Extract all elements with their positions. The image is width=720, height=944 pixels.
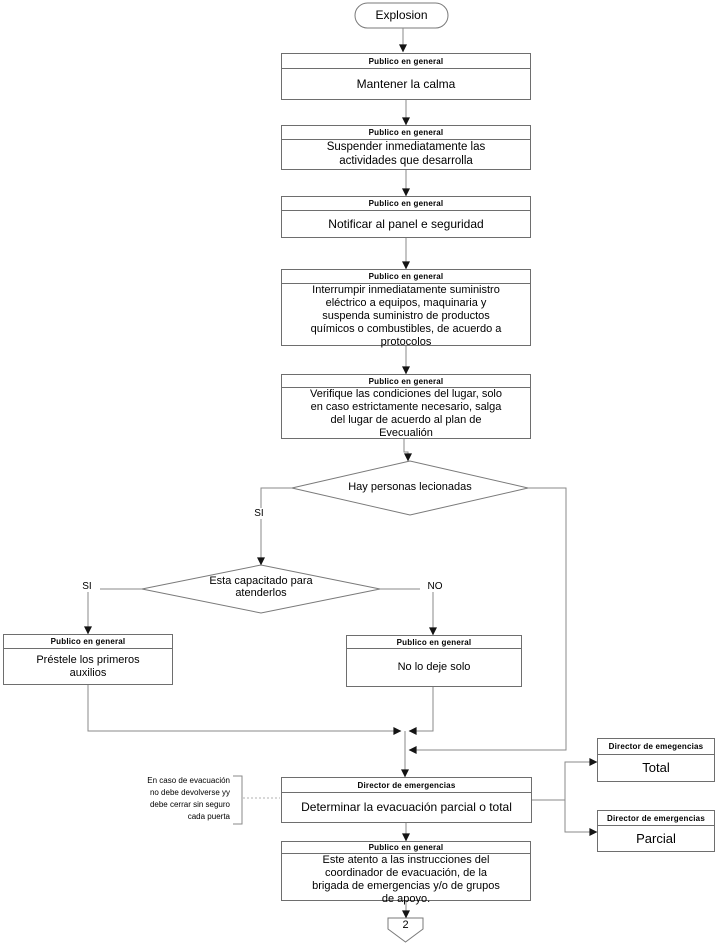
arrow-decision1-yes [257, 487, 292, 566]
process-no-deje-solo: Publico en general No lo deje solo [346, 635, 522, 687]
process-total: Director de emegencias Total [597, 738, 715, 782]
actor-header: Publico en general [282, 270, 530, 284]
arrow-staywith-to-merge [408, 687, 434, 735]
process-text: Préstele los primeros auxilios [36, 653, 140, 679]
decision1-yes-label: SI [246, 508, 272, 520]
process-text: Este atento a las instrucciones del coor… [312, 854, 500, 905]
actor-header: Publico en general [282, 197, 530, 211]
decision2-yes-label: SI [74, 581, 100, 593]
arrow-decision2-no [380, 588, 437, 636]
process-text: Verifique las condiciones del lugar, sol… [309, 388, 502, 439]
process-verifique-condiciones: Publico en general Verifique las condici… [281, 374, 531, 439]
arrow-step5-to-decision1 [403, 439, 412, 462]
process-text: No lo deje solo [397, 661, 471, 674]
process-text: Mantener la calma [356, 76, 456, 91]
actor-header: Director de emegencias [598, 739, 714, 755]
arrow-firstaid-to-merge [87, 685, 402, 735]
process-determinar-evacuacion: Director de emergencias Determinar la ev… [281, 777, 532, 823]
note-bracket [233, 775, 243, 825]
process-text: Parcial [636, 830, 676, 846]
arrow-decision1-no-to-merge [408, 487, 567, 754]
start-terminator-label: Explosion [375, 8, 428, 22]
offpage-connector-label: 2 [402, 919, 409, 931]
arrow-branch-to-total [564, 758, 598, 800]
process-prestele-auxilios: Publico en general Préstele los primeros… [3, 634, 173, 685]
process-este-atento: Publico en general Este atento a las ins… [281, 841, 531, 905]
actor-header: Director de emergencias [598, 811, 714, 826]
decision-capable-label: Esta capacitado para atenderlos [209, 575, 313, 600]
process-text: Suspender inmediatamente las actividades… [326, 140, 486, 167]
actor-header: Publico en general [282, 842, 530, 854]
actor-header: Publico en general [347, 636, 521, 649]
actor-header: Publico en general [282, 375, 530, 388]
process-parcial: Director de emergencias Parcial [597, 810, 715, 852]
process-text: Total [642, 760, 670, 776]
decision-capable-shape [141, 564, 381, 614]
arrow-decision2-yes [84, 588, 142, 635]
process-text: Determinar la evacuación parcial o total [301, 800, 512, 815]
evacuation-note: En caso de evacuación no debe devolverse… [147, 776, 230, 821]
process-notificar-panel: Publico en general Notificar al panel e … [281, 196, 531, 238]
actor-header: Publico en general [4, 635, 172, 649]
decision2-no-label: NO [420, 581, 450, 593]
offpage-connector-shape [387, 917, 424, 943]
process-interrumpir-suministro: Publico en general Interrumpir inmediata… [281, 269, 531, 348]
start-terminator-shape [354, 2, 449, 29]
process-text: Interrumpir inmediatamente suministro el… [310, 284, 502, 348]
decision-injured-shape [291, 460, 529, 516]
actor-header: Publico en general [282, 54, 530, 69]
process-mantener-calma: Publico en general Mantener la calma [281, 53, 531, 100]
arrow-branch-to-partial [564, 800, 598, 836]
decision-injured-label: Hay personas lecionadas [348, 481, 472, 493]
process-suspender-actividades: Publico en general Suspender inmediatame… [281, 125, 531, 170]
actor-header: Director de emergencias [282, 778, 531, 793]
actor-header: Publico en general [282, 126, 530, 140]
process-text: Notificar al panel e seguridad [328, 216, 484, 231]
